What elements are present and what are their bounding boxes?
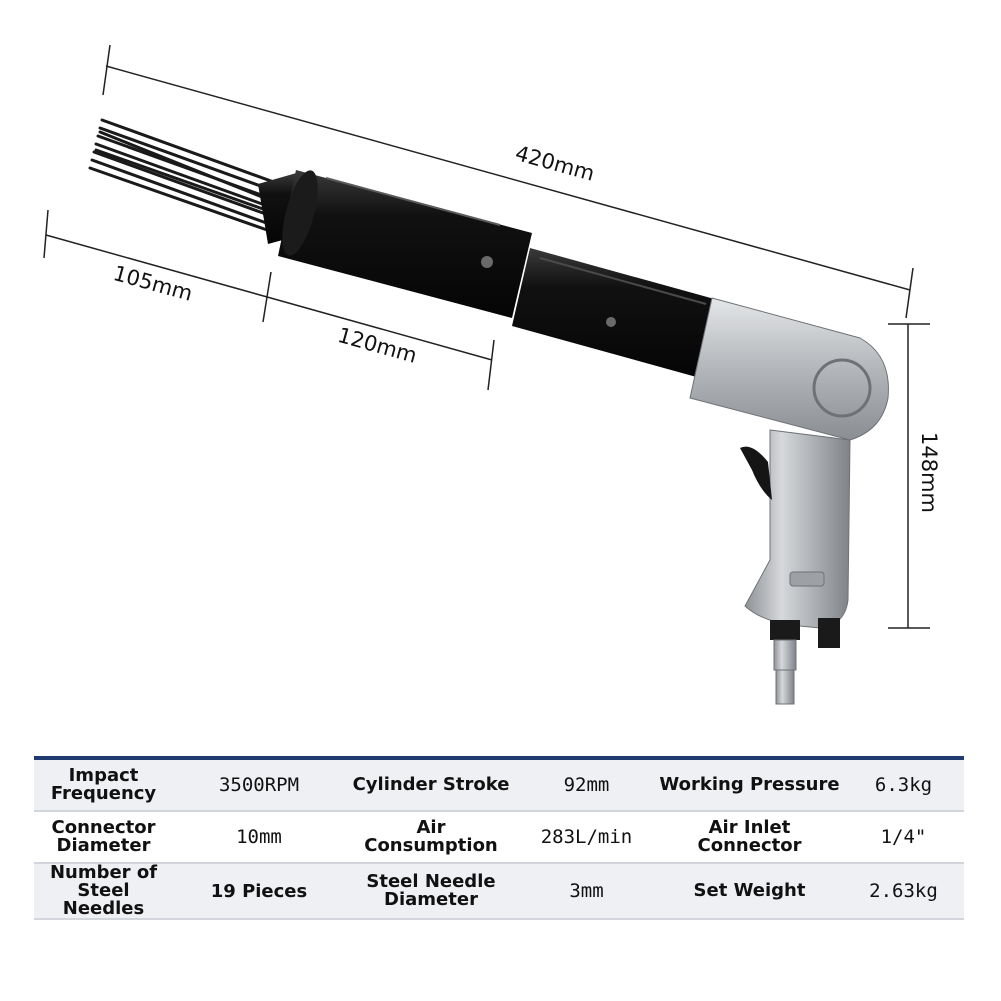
spec-label: Steel Needle Diameter (345, 863, 517, 919)
trigger (740, 446, 772, 500)
spec-label: Air Inlet Connector (656, 811, 843, 863)
spec-value: 19 Pieces (173, 863, 345, 919)
needle-scaler-tool (88, 118, 889, 705)
front-barrel (278, 170, 532, 318)
steel-needles (88, 118, 284, 233)
spec-value: 10mm (173, 811, 345, 863)
spec-value: 3500RPM (173, 760, 345, 811)
dimension-total-length (102, 44, 914, 319)
height-label: 148mm (917, 432, 941, 513)
total-length-label: 420mm (513, 141, 597, 186)
spec-label: Air Consumption (345, 811, 517, 863)
barrel-length-label: 120mm (335, 323, 419, 368)
dimension-needle-barrel (43, 209, 495, 391)
specs-table-accent (34, 756, 964, 760)
needle-scaler-diagram: 420mm 105mm 120mm 148mm (43, 44, 941, 705)
metal-head (689, 297, 889, 441)
needle-length-label: 105mm (111, 261, 195, 306)
spec-value: 283L/min (517, 811, 656, 863)
spec-value: 2.63kg (843, 863, 964, 919)
spec-label: Impact Frequency (34, 760, 173, 811)
spec-value: 1/4" (843, 811, 964, 863)
air-inlet-connector (770, 618, 840, 705)
spec-value: 3mm (517, 863, 656, 919)
specs-table: Impact Frequency 3500RPM Cylinder Stroke… (34, 760, 964, 920)
dimension-height (888, 323, 930, 629)
spec-label: Number of Steel Needles (34, 863, 173, 919)
table-row: Connector Diameter 10mm Air Consumption … (34, 811, 964, 863)
spec-label: Set Weight (656, 863, 843, 919)
spec-value: 92mm (517, 760, 656, 811)
table-row: Number of Steel Needles 19 Pieces Steel … (34, 863, 964, 919)
spec-value: 6.3kg (843, 760, 964, 811)
spec-label: Connector Diameter (34, 811, 173, 863)
spec-label: Working Pressure (656, 760, 843, 811)
rear-barrel (512, 248, 718, 378)
spec-label: Cylinder Stroke (345, 760, 517, 811)
table-row: Impact Frequency 3500RPM Cylinder Stroke… (34, 760, 964, 811)
